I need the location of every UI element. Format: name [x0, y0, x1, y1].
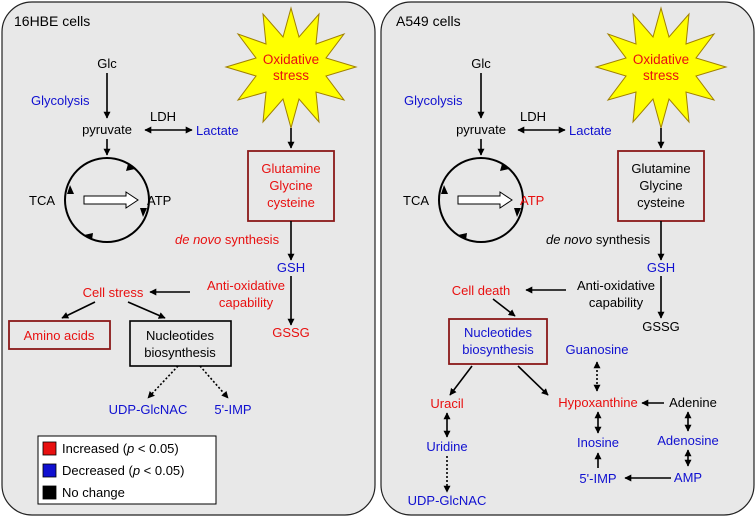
- glycine-label: Glycine: [639, 178, 682, 193]
- nucleotides-label-line1: Nucleotides: [146, 328, 214, 343]
- legend-decreased: Decreased (p < 0.05): [62, 463, 185, 478]
- star-label-line2: stress: [643, 68, 679, 83]
- tca-cycle-arrowhead: [84, 233, 93, 240]
- denovo-synthesis-label: de novo synthesis: [546, 232, 651, 247]
- pyruvate-label: pyruvate: [456, 122, 506, 137]
- star-label-line2: stress: [273, 68, 309, 83]
- cysteine-label: cysteine: [267, 195, 315, 210]
- tca-cycle: [64, 157, 150, 243]
- tca-atp-block-arrow: [83, 191, 139, 209]
- gssg-label: GSSG: [642, 319, 680, 334]
- panel-16hbe: 16HBE cells Oxidative stress Glc Glycoly…: [1, 1, 376, 516]
- uracil-label: Uracil: [430, 396, 463, 411]
- tca-cycle-arrowhead: [458, 233, 467, 240]
- antioxidative-label-line1: Anti-oxidative: [207, 278, 285, 293]
- glutamine-label: Glutamine: [631, 161, 690, 176]
- denovo-synthesis-label: de novo synthesis: [175, 232, 280, 247]
- imp-label: 5'-IMP: [579, 471, 616, 486]
- amp-label: AMP: [674, 470, 702, 485]
- glycolysis-label: Glycolysis: [31, 93, 90, 108]
- pyruvate-label: pyruvate: [82, 122, 132, 137]
- antioxidative-label-line2: capability: [589, 295, 644, 310]
- arrow-nucleotides-hypoxanthine: [517, 365, 549, 396]
- legend-swatch-decreased: [42, 463, 57, 478]
- tca-cycle-arrowhead: [514, 208, 521, 217]
- tca-cycle-arrowhead: [500, 164, 509, 171]
- legend-swatch-no-change: [42, 485, 57, 500]
- glycolysis-label: Glycolysis: [404, 93, 463, 108]
- udp-glcnac-label: UDP-GlcNAC: [109, 402, 188, 417]
- tca-cycle-arrowhead: [441, 185, 448, 194]
- amino-acids-box: [8, 320, 111, 350]
- amino-acids-label: Amino acids: [24, 328, 95, 343]
- hypoxanthine-label: Hypoxanthine: [558, 395, 638, 410]
- atp-label: ATP: [520, 193, 544, 208]
- arrow-nucleotides-imp: [199, 365, 229, 399]
- glc-label: Glc: [471, 56, 491, 71]
- cell-stress-label: Cell stress: [83, 285, 144, 300]
- cell-death-label: Cell death: [452, 283, 511, 298]
- tca-cycle-arrowhead: [140, 208, 147, 217]
- glycine-label: Glycine: [269, 178, 312, 193]
- ldh-label: LDH: [520, 109, 546, 124]
- adenosine-label: Adenosine: [657, 433, 718, 448]
- nucleotides-label-line1: Nucleotides: [464, 325, 532, 340]
- antioxidative-label-line1: Anti-oxidative: [577, 278, 655, 293]
- glc-label: Glc: [97, 56, 117, 71]
- uridine-label: Uridine: [426, 439, 467, 454]
- panel-left-background: [1, 1, 376, 516]
- legend-increased: Increased (p < 0.05): [62, 441, 179, 456]
- udp-glcnac-label: UDP-GlcNAC: [408, 493, 487, 508]
- tca-label: TCA: [403, 193, 429, 208]
- arrow-celldeath-nucleotides: [492, 298, 516, 317]
- tca-cycle: [438, 157, 524, 243]
- star-label-line1: Oxidative: [633, 52, 689, 67]
- gssg-label: GSSG: [272, 325, 310, 340]
- adenine-label: Adenine: [669, 395, 717, 410]
- cysteine-label: cysteine: [637, 195, 685, 210]
- star-label-line1: Oxidative: [263, 52, 319, 67]
- antioxidative-label-line2: capability: [219, 295, 274, 310]
- arrow-nucleotides-udp: [147, 365, 179, 399]
- tca-cycle-arrowhead: [126, 164, 135, 171]
- ldh-label: LDH: [150, 109, 176, 124]
- nucleotides-box: [129, 320, 232, 367]
- nucleotides-label-line2: biosynthesis: [144, 345, 216, 360]
- imp-label: 5'-IMP: [214, 402, 251, 417]
- tca-cycle-arrowhead: [67, 185, 74, 194]
- glutamine-label: Glutamine: [261, 161, 320, 176]
- panel-a549: A549 cells Oxidative stress Glc Glycolys…: [380, 1, 755, 516]
- atp-label: ATP: [147, 193, 171, 208]
- tca-atp-block-arrow: [457, 191, 513, 209]
- lactate-label: Lactate: [569, 123, 612, 138]
- legend-no-change: No change: [62, 485, 125, 500]
- arrow-cellstress-nucleotides: [127, 301, 166, 319]
- panel-title: 16HBE cells: [14, 13, 90, 29]
- panel-title: A549 cells: [396, 13, 461, 29]
- nucleotides-label-line2: biosynthesis: [462, 342, 534, 357]
- gsh-label: GSH: [647, 260, 675, 275]
- guanosine-label: Guanosine: [566, 342, 629, 357]
- lactate-label: Lactate: [196, 123, 239, 138]
- gsh-label: GSH: [277, 260, 305, 275]
- tca-label: TCA: [29, 193, 55, 208]
- inosine-label: Inosine: [577, 435, 619, 450]
- arrow-cellstress-aminoacids: [61, 301, 96, 319]
- legend-box: [37, 435, 217, 505]
- legend-swatch-increased: [42, 441, 57, 456]
- legend: Increased (p < 0.05) Decreased (p < 0.05…: [37, 435, 217, 505]
- arrow-nucleotides-uracil: [449, 365, 473, 396]
- nucleotides-box: [448, 318, 548, 365]
